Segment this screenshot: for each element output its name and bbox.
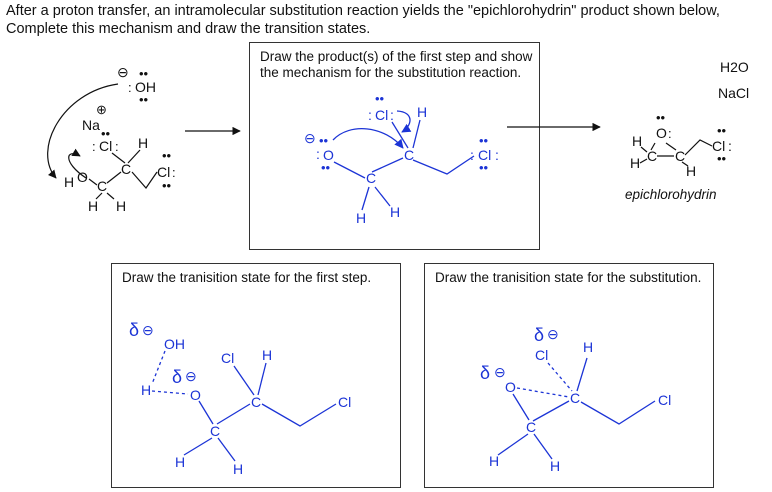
hydroxide-charge: ⊖ <box>117 64 129 80</box>
svg-text::: : <box>172 165 176 180</box>
hydrogen-atom: H <box>583 339 593 355</box>
oxygen-atom: O <box>77 169 88 185</box>
hydrogen-atom: H <box>390 204 400 220</box>
oxygen-atom: O <box>505 379 516 395</box>
carbon-atom: C <box>570 390 580 406</box>
delta-label: δ <box>534 325 544 345</box>
oxygen-atom: O <box>323 147 334 163</box>
svg-text::: : <box>92 139 96 154</box>
svg-text:••: •• <box>656 110 666 125</box>
alkoxide-intermediate: •• : Cl : H ⊖ •• : O •• C C H H •• : Cl … <box>304 91 499 226</box>
hydrogen-atom: H <box>175 454 185 470</box>
transition-state-first-prompt: Draw the tranisition state for the first… <box>122 270 372 285</box>
svg-text::: : <box>115 139 119 154</box>
carbon-atom: C <box>526 419 536 435</box>
partial-charge: ⊖ <box>494 364 506 380</box>
hydrogen-atom: H <box>233 461 243 477</box>
transition-state-first-box: Draw the tranisition state for the first… <box>111 263 401 488</box>
hydrogen-atom: H <box>141 382 151 398</box>
carbon-atom: C <box>647 148 657 164</box>
carbon-atom: C <box>251 394 261 410</box>
carbon-atom: C <box>675 148 685 164</box>
chlorine-atom: Cl <box>221 350 234 366</box>
svg-text:••: •• <box>162 148 172 163</box>
svg-text::: : <box>495 147 499 163</box>
svg-text:••: •• <box>139 92 149 107</box>
partial-charge: ⊖ <box>142 322 154 338</box>
svg-text:••: •• <box>479 133 489 148</box>
transition-state-substitution-prompt: Draw the tranisition state for the subst… <box>435 270 702 285</box>
svg-text::: : <box>390 107 394 123</box>
hydroxide-label: OH <box>135 79 156 95</box>
hydrogen-atom: H <box>686 163 696 179</box>
transition-state-first: δ ⊖ OH δ ⊖ Cl H H O C C Cl H H <box>129 320 351 477</box>
carbon-atom: C <box>366 170 376 186</box>
alkoxide-charge: ⊖ <box>304 130 316 146</box>
svg-text:••: •• <box>101 126 111 141</box>
svg-text::: : <box>728 138 732 154</box>
hydrogen-atom: H <box>489 453 499 469</box>
chlorine-atom: Cl <box>375 107 388 123</box>
chlorine-atom: Cl <box>157 164 170 180</box>
instructions-text: After a proton transfer, an intramolecul… <box>6 3 720 37</box>
hydrogen-atom: H <box>550 458 560 474</box>
hydrogen-atom: H <box>417 104 427 120</box>
chlorine-atom: Cl <box>99 138 112 154</box>
transition-state-substitution-box: Draw the tranisition state for the subst… <box>424 263 714 488</box>
partial-charge: ⊖ <box>185 368 197 384</box>
hydrogen-atom: H <box>632 133 642 149</box>
svg-text::: : <box>128 80 132 95</box>
svg-text:••: •• <box>717 123 727 138</box>
oxygen-atom: O <box>656 125 667 141</box>
transition-state-substitution: δ ⊖ Cl H δ ⊖ O C C Cl H H <box>480 325 671 474</box>
hydroxide-label: OH <box>164 336 185 352</box>
chlorine-atom: Cl <box>712 138 725 154</box>
svg-text:••: •• <box>321 160 331 175</box>
chlorine-atom: Cl <box>338 394 351 410</box>
svg-text:••: •• <box>717 151 727 166</box>
svg-text::: : <box>316 146 320 162</box>
svg-text::: : <box>470 147 474 163</box>
carbon-atom: C <box>210 423 220 439</box>
starting-material: ⊖ •• : OH •• ⊕ Na •• : Cl : H H O C C H … <box>47 64 176 214</box>
oxygen-atom: O <box>190 387 201 403</box>
carbon-atom: C <box>121 161 131 177</box>
water-label: H2O <box>720 59 749 75</box>
carbon-atom: C <box>404 147 414 163</box>
sodium-chloride-label: NaCl <box>718 85 749 101</box>
hydrogen-atom: H <box>138 135 148 151</box>
chlorine-atom: Cl <box>478 147 491 163</box>
hydrogen-atom: H <box>88 198 98 214</box>
svg-text:••: •• <box>319 133 329 148</box>
svg-text::: : <box>368 107 372 123</box>
hydrogen-atom: H <box>356 210 366 226</box>
chlorine-atom: Cl <box>535 347 548 363</box>
hydrogen-atom: H <box>262 347 272 363</box>
delta-label: δ <box>172 367 182 387</box>
svg-text::: : <box>668 126 672 141</box>
product-name: epichlorohydrin <box>625 187 717 202</box>
carbon-atom: C <box>97 178 107 194</box>
sodium-label: Na <box>82 117 100 133</box>
svg-text:••: •• <box>162 178 172 193</box>
svg-text:••: •• <box>375 91 385 106</box>
delta-label: δ <box>480 363 490 383</box>
svg-text:••: •• <box>479 160 489 175</box>
chlorine-atom: Cl <box>658 392 671 408</box>
hydrogen-atom: H <box>64 174 74 190</box>
sodium-charge: ⊕ <box>96 102 107 117</box>
product-area: H2O NaCl •• O : H H C C H •• Cl : •• epi… <box>625 59 749 202</box>
first-step-prompt: Draw the product(s) of the first step an… <box>260 49 533 80</box>
delta-label: δ <box>129 320 139 340</box>
svg-text:••: •• <box>139 66 149 81</box>
partial-charge: ⊖ <box>547 326 559 342</box>
hydrogen-atom: H <box>630 155 640 171</box>
hydrogen-atom: H <box>116 198 126 214</box>
first-step-box: Draw the product(s) of the first step an… <box>249 42 540 250</box>
